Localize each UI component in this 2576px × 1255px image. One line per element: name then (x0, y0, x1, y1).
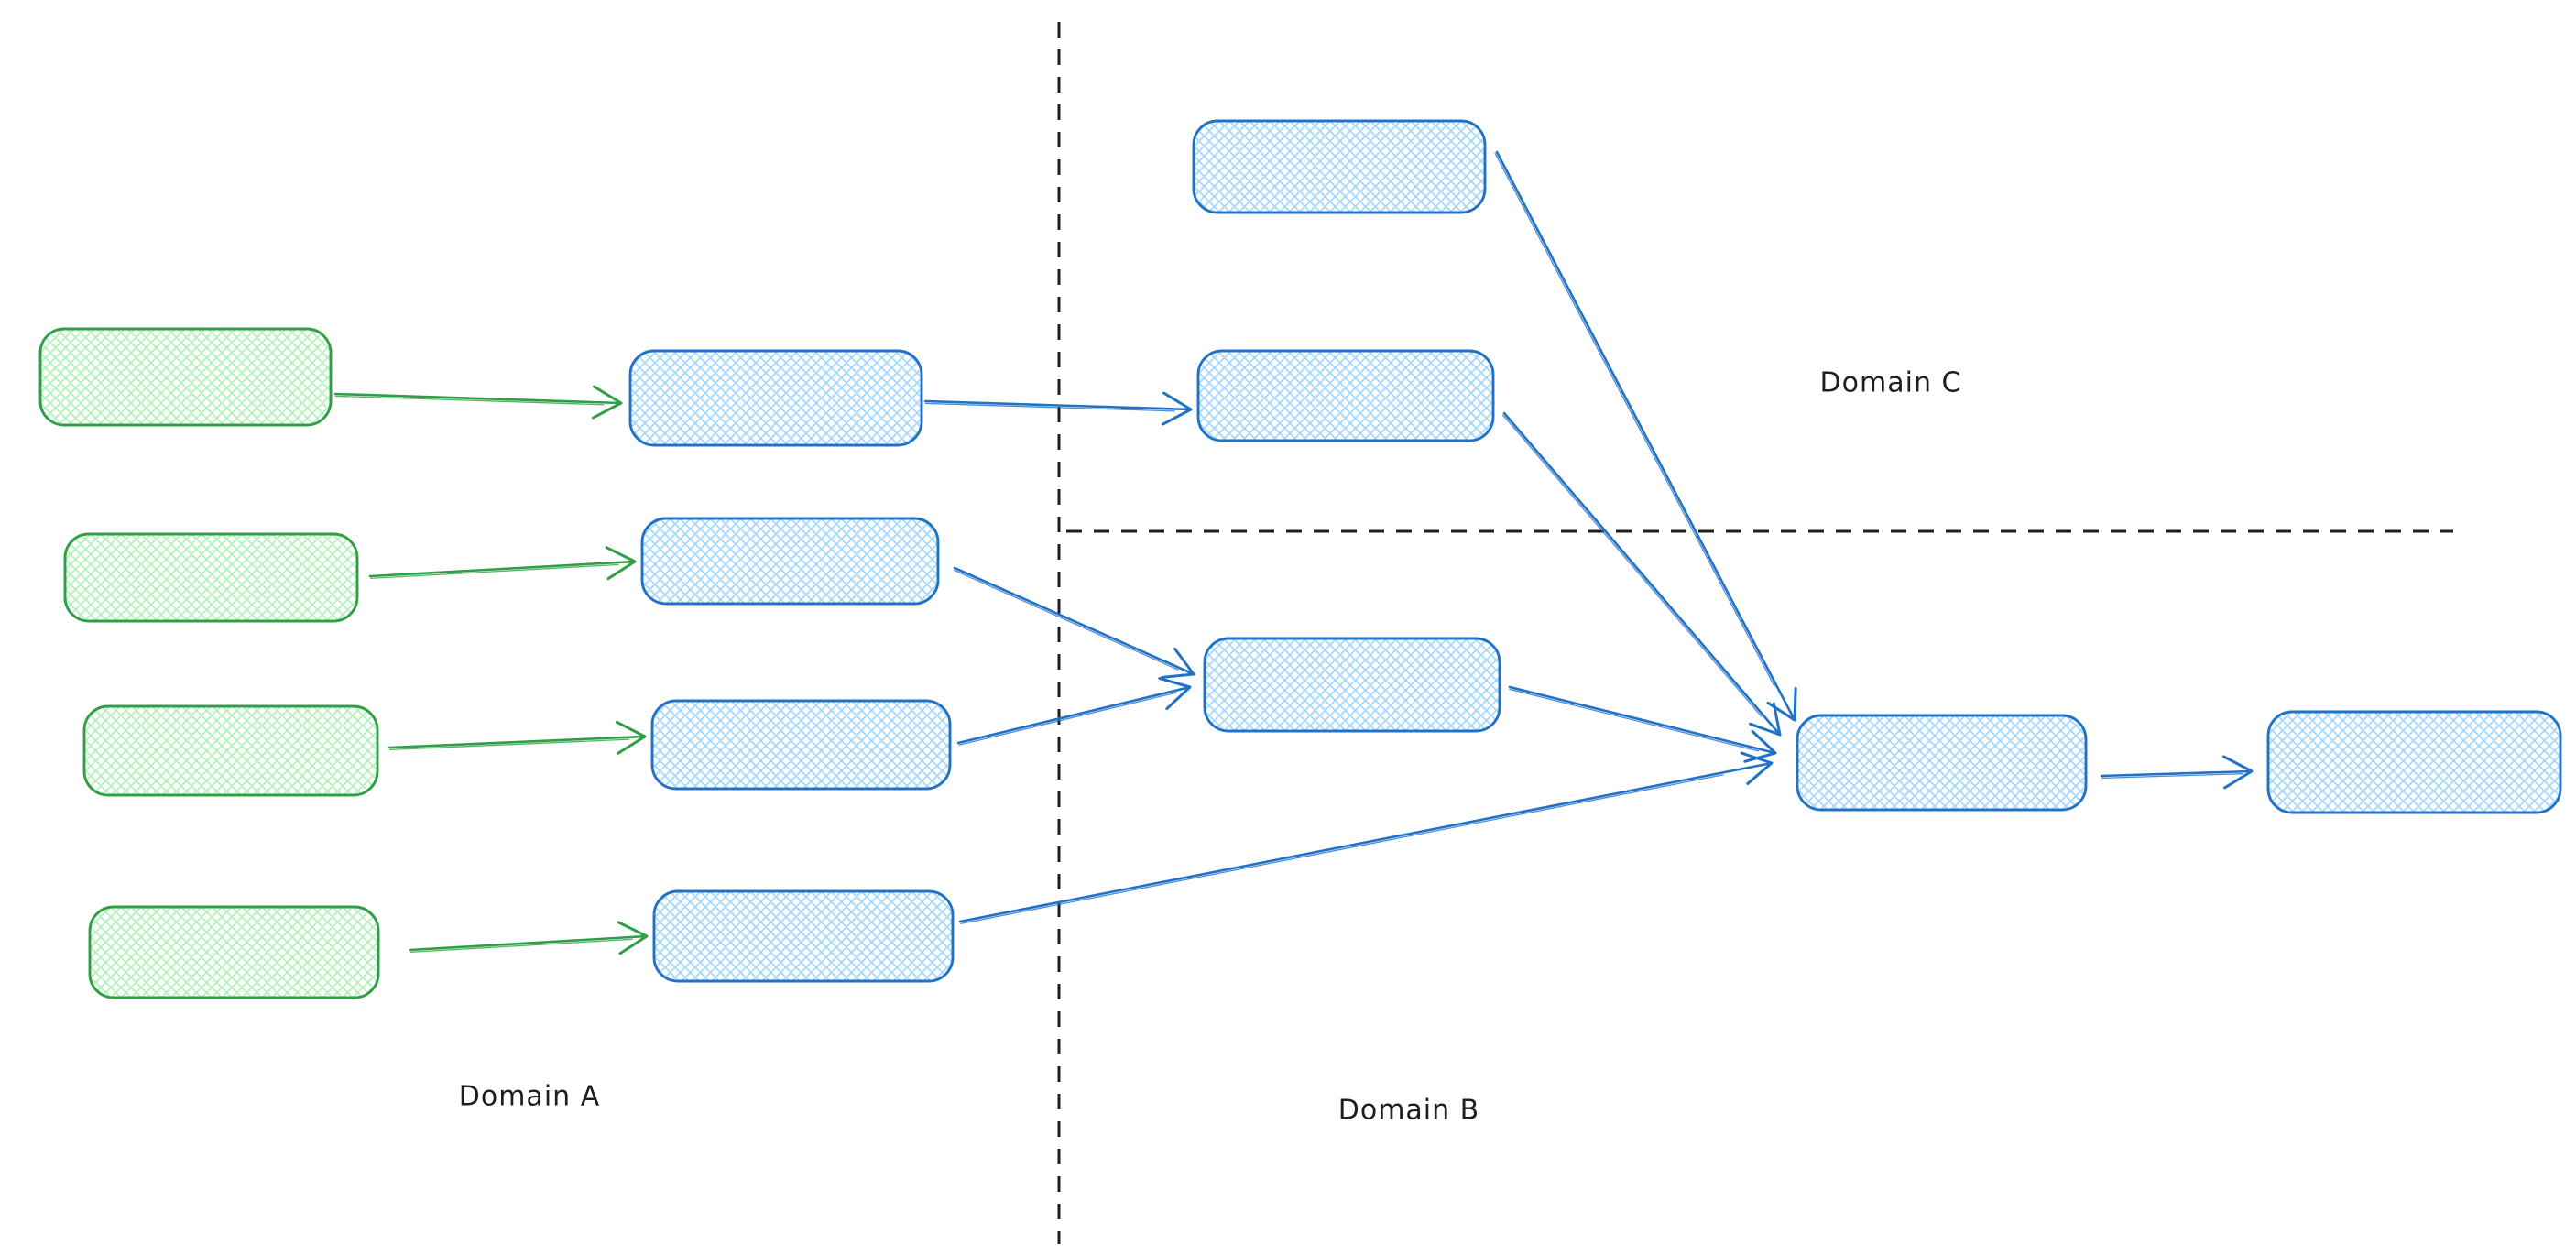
node-domain-b-node-1 (1203, 637, 1501, 733)
domain-c-label: Domain C (1819, 366, 1962, 399)
domain-a-label: Domain A (458, 1080, 601, 1113)
node-domain-b-output-node (2266, 710, 2562, 814)
arrow-c1-to-hub-echo (1494, 152, 1775, 688)
arrow-node1-to-c2 (923, 391, 1193, 426)
arrow-b1-to-hub (1508, 685, 1777, 763)
arrow-c1-to-hub (1495, 150, 1797, 722)
domain-b-label: Domain B (1337, 1094, 1480, 1127)
arrow-source4-to-node4-echo (410, 938, 633, 954)
node-domain-a-source-3 (82, 704, 379, 797)
arrow-c2-to-hub-echo (1501, 414, 1763, 717)
arrow-source1-to-node1-echo (334, 395, 605, 406)
arrow-node1-to-c2-echo (924, 402, 1175, 412)
node-domain-a-source-4 (88, 905, 380, 999)
arrow-source3-to-node3 (387, 720, 647, 755)
arrow-node3-to-b1-echo (958, 692, 1177, 746)
arrow-source2-to-node2-echo (370, 563, 619, 580)
node-domain-a-node-2 (640, 517, 940, 606)
arrow-node4-to-hub-echo (960, 774, 1724, 924)
arrow-node2-to-b1-echo (953, 569, 1179, 671)
node-domain-c-node-2 (1196, 349, 1495, 442)
arrow-node4-to-hub (958, 751, 1774, 923)
arrow-source3-to-node3-echo (389, 738, 630, 751)
arrow-hub-to-output (2100, 755, 2254, 790)
node-domain-a-node-1 (628, 349, 923, 447)
node-domain-a-source-1 (38, 327, 333, 427)
arrow-hub-to-output-echo (2101, 773, 2243, 780)
arrow-source4-to-node4 (409, 921, 649, 955)
arrow-node2-to-b1 (953, 566, 1195, 679)
arrow-b1-to-hub-echo (1509, 688, 1760, 752)
arrow-source1-to-node1 (333, 385, 623, 420)
arrow-c2-to-hub (1502, 411, 1782, 737)
node-domain-a-source-2 (63, 532, 359, 623)
arrow-node3-to-b1 (956, 677, 1192, 745)
node-domain-a-node-3 (650, 699, 952, 791)
node-domain-b-hub-node (1796, 714, 2088, 812)
arrow-source2-to-node2 (368, 546, 637, 581)
node-domain-c-node-1 (1192, 119, 1487, 214)
node-domain-a-node-4 (652, 889, 955, 983)
